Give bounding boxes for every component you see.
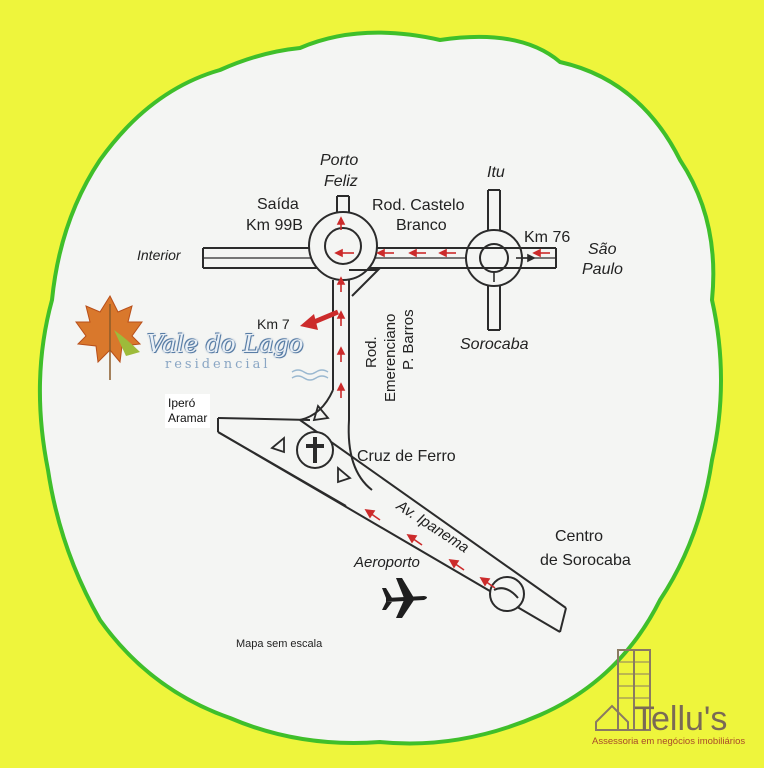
label-cruz-de-ferro: Cruz de Ferro <box>357 448 456 465</box>
label-sorocaba: Sorocaba <box>460 336 529 353</box>
ipero-aramar-box: Iperó Aramar <box>165 394 211 428</box>
vale-do-lago-sub: residencial <box>165 357 271 372</box>
water-waves-icon <box>291 369 329 381</box>
label-rod-castelo: Rod. Castelo <box>372 197 465 214</box>
vale-do-lago-logo: Vale do Lago <box>147 330 304 358</box>
label-paulo: Paulo <box>582 261 623 278</box>
label-km99b: Km 99B <box>246 217 303 234</box>
junction-triangles <box>270 404 352 484</box>
label-centro: Centro <box>555 528 604 545</box>
label-km7: Km 7 <box>257 316 290 332</box>
roundabout-centro <box>489 576 525 612</box>
maple-leaf-icon <box>75 294 143 380</box>
label-itu: Itu <box>487 164 505 181</box>
label-emerenciano: Emerenciano <box>382 313 399 402</box>
label-branco: Branco <box>396 217 447 234</box>
label-km76: Km 76 <box>524 229 571 246</box>
label-aramar: Aramar <box>168 411 208 425</box>
label-interior: Interior <box>137 247 181 263</box>
label-rod: Rod. <box>363 336 380 368</box>
roundabout-km99b <box>308 211 378 281</box>
label-feliz: Feliz <box>324 173 358 190</box>
label-aeroporto: Aeroporto <box>354 554 420 571</box>
label-pbarros: P. Barros <box>400 309 417 370</box>
km7-arrow <box>300 309 339 330</box>
road-emerenciano-barros <box>332 269 381 420</box>
airplane-icon <box>382 578 427 618</box>
route-arrows <box>334 216 550 589</box>
road-av-ipanema <box>217 389 567 633</box>
tellus-brand-name: Tellu's <box>634 700 728 738</box>
label-porto: Porto <box>320 152 359 169</box>
label-de-sorocaba: de Sorocaba <box>540 552 631 569</box>
label-saida: Saída <box>257 196 299 213</box>
label-mapa-sem-escala: Mapa sem escala <box>236 638 323 650</box>
tellus-logo-icon <box>595 649 651 731</box>
label-sao: São <box>588 241 617 258</box>
tellus-tagline: Assessoria em negócios imobiliários <box>592 736 746 747</box>
cruz-de-ferro-icon <box>296 431 334 469</box>
map-paper-blob <box>37 30 723 746</box>
label-ipero: Iperó <box>168 396 196 410</box>
